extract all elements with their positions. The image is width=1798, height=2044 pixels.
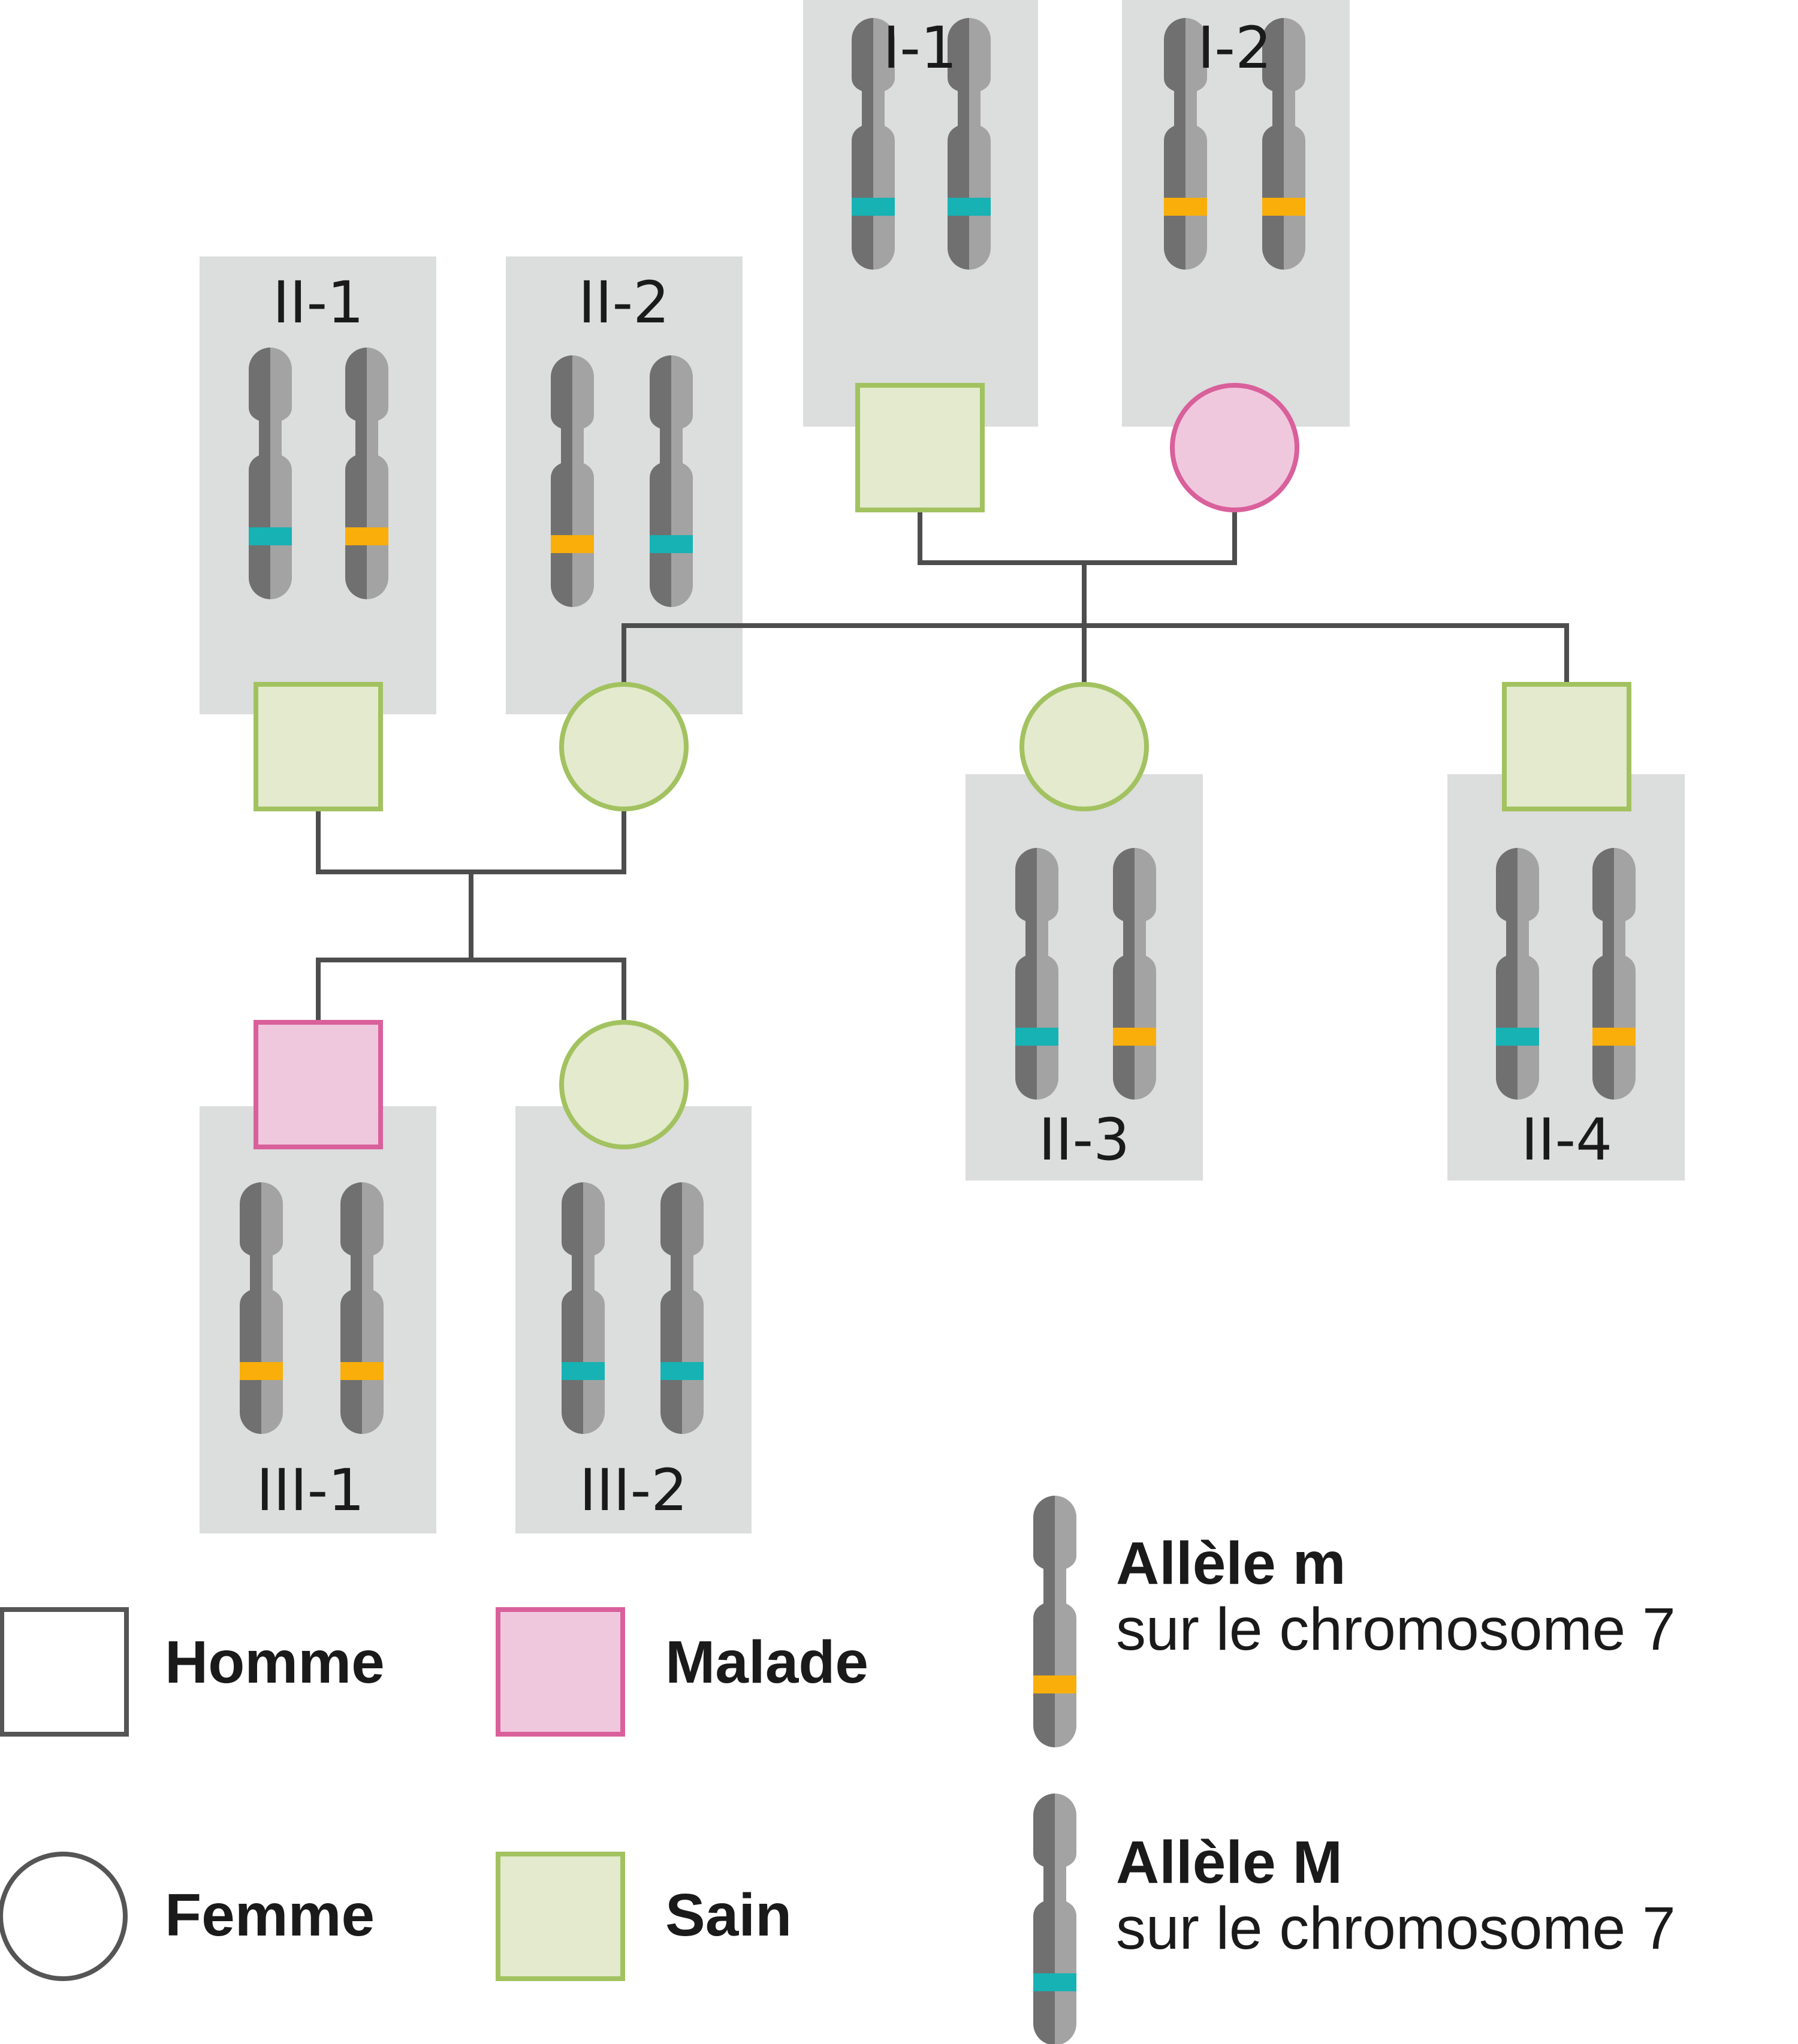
symbol-ii-3-female	[1019, 682, 1149, 811]
symbol-i-2-female	[1170, 383, 1299, 512]
panel-ii-4	[1447, 774, 1685, 1180]
label-iii-2: III-2	[580, 1457, 688, 1524]
allele-m-band	[345, 527, 388, 545]
allele-m-band	[340, 1362, 384, 1380]
chromosome-ii-1-2	[343, 345, 391, 602]
panel-i-1	[803, 0, 1038, 427]
panel-ii-3	[966, 774, 1203, 1180]
legend-allele-m-title: Allèle m	[1116, 1530, 1346, 1597]
legend-male-label: Homme	[165, 1629, 385, 1696]
pedigree-lines	[316, 510, 1569, 1022]
symbol-ii-1-male	[254, 682, 383, 811]
chromosome-i-1-2	[945, 15, 993, 273]
legend-female-label: Femme	[165, 1882, 375, 1949]
individual-panels	[200, 0, 1685, 1533]
label-ii-2: II-2	[578, 269, 669, 336]
chromosome-i-1-1	[849, 15, 897, 273]
label-ii-1: II-1	[273, 269, 364, 336]
allele-M-band	[249, 527, 292, 545]
chromosome-i-2-2	[1260, 15, 1308, 273]
label-iii-1: III-1	[257, 1457, 365, 1524]
couple-line-gen-1	[918, 510, 1237, 565]
legend-sick-label: Malade	[665, 1629, 868, 1696]
allele-m-band	[551, 535, 594, 553]
legend-allele-M-chromosome	[1031, 1791, 1079, 2044]
allele-m-band	[1113, 1028, 1156, 1046]
legend-female-symbol	[0, 1852, 128, 1981]
allele-m-band	[1033, 1675, 1076, 1693]
legend-allele-M-title: Allèle M	[1116, 1829, 1343, 1896]
label-i-2: I-2	[1197, 14, 1272, 81]
panel-iii-2	[515, 1106, 752, 1533]
allele-M-band	[1033, 1973, 1076, 1991]
legend-allele-M-desc: sur le chromosome 7	[1116, 1895, 1676, 1962]
allele-M-band	[948, 198, 991, 216]
panel-i-2	[1122, 0, 1350, 427]
chromosome-i-2-1	[1162, 15, 1209, 273]
allele-m-band	[240, 1362, 283, 1380]
allele-M-band	[650, 535, 693, 553]
allele-M-band	[852, 198, 895, 216]
legend-chromosome-m	[1031, 1493, 1079, 1750]
chromosome-ii-1-1	[246, 345, 294, 602]
symbol-iii-2-female	[559, 1020, 689, 1149]
allele-M-band	[1015, 1028, 1058, 1046]
chromosome-ii-4-2	[1590, 845, 1638, 1103]
legend-allele-m-chromosome	[1031, 1493, 1079, 1750]
label-i-1: I-1	[883, 14, 957, 81]
chromosome-iii-2-2	[658, 1179, 706, 1437]
symbol-ii-2-female	[559, 682, 689, 811]
chromosome-ii-4-1	[1494, 845, 1541, 1103]
couple-line-gen-2	[316, 809, 626, 874]
chromosome-ii-3-1	[1013, 845, 1061, 1103]
panel-iii-1	[200, 1106, 436, 1533]
legend: Homme Femme Malade Sain Allèle m sur le …	[0, 1493, 1676, 2044]
legend-healthy-symbol	[496, 1852, 625, 1981]
sibling-line-gen-3	[316, 958, 626, 1022]
panel-ii-1	[200, 256, 436, 714]
allele-M-band	[562, 1362, 605, 1380]
individual-symbols	[254, 383, 1631, 1149]
allele-M-band	[660, 1362, 704, 1380]
symbol-i-1-male	[855, 383, 985, 512]
legend-sick-symbol	[496, 1607, 625, 1737]
allele-m-band	[1592, 1028, 1636, 1046]
allele-m-band	[1164, 198, 1207, 216]
symbol-iii-1-male	[254, 1020, 383, 1149]
chromosome-ii-3-2	[1111, 845, 1159, 1103]
chromosome-pairs	[237, 15, 1638, 1437]
allele-m-band	[1262, 198, 1305, 216]
chromosome-ii-2-1	[548, 352, 596, 610]
sibling-line-gen-2	[622, 623, 1569, 684]
allele-M-band	[1496, 1028, 1539, 1046]
label-ii-3: II-3	[1039, 1106, 1130, 1173]
legend-healthy-label: Sain	[665, 1882, 792, 1949]
chromosome-ii-2-2	[647, 352, 695, 610]
chromosome-iii-2-1	[559, 1179, 607, 1437]
chromosome-iii-1-1	[237, 1179, 285, 1437]
symbol-ii-4-male	[1502, 682, 1631, 811]
legend-male-symbol	[0, 1607, 129, 1737]
chromosome-iii-1-2	[338, 1179, 386, 1437]
legend-chromosome-M	[1031, 1791, 1079, 2044]
legend-allele-m-desc: sur le chromosome 7	[1116, 1596, 1676, 1663]
label-ii-4: II-4	[1521, 1106, 1612, 1173]
